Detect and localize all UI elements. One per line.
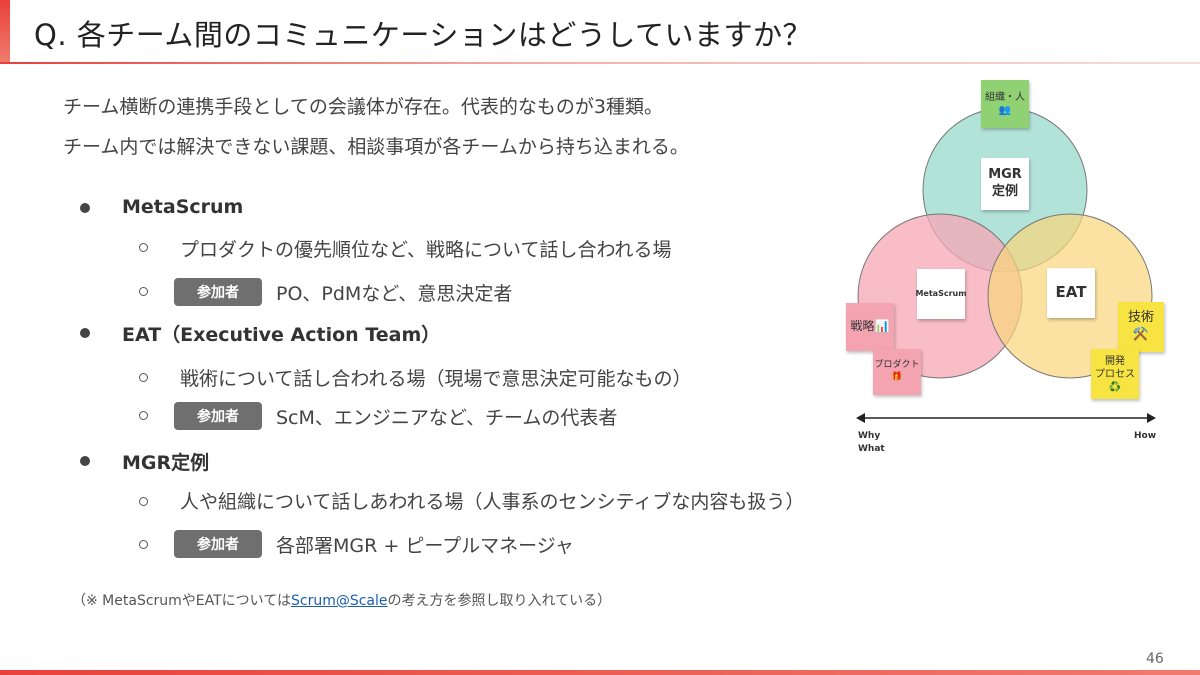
sticky-strategy-label: 戦略📊 [850, 319, 890, 334]
bullet-dot [80, 456, 90, 466]
bullet-title-eat: EAT（Executive Action Team） [122, 324, 441, 346]
sticky-mgr-line2: 定例 [991, 184, 1018, 199]
sticky-eat: EAT [1047, 268, 1095, 318]
axis-arrow-right [1147, 413, 1156, 423]
sticky-tech-label: 技術 [1127, 310, 1154, 326]
sticky-strategy: 戦略📊 [846, 303, 894, 351]
participants-tag: 参加者 [174, 278, 262, 306]
participants-tag: 参加者 [174, 530, 262, 558]
axis-arrow-left [856, 413, 865, 423]
metascrum-participants: PO、PdMなど、意思決定者 [276, 283, 513, 305]
mgr-participants: 各部署MGR + ピープルマネージャ [276, 535, 574, 557]
bullet-dot [80, 203, 90, 213]
metascrum-description: プロダクトの優先順位など、戦略について話し合われる場 [180, 239, 672, 261]
page-number: 46 [1146, 651, 1164, 667]
venn-diagram: 組織・人 👥 MGR 定例 MetaScrum EAT 戦略📊 プロダクト 🎁 … [840, 70, 1185, 470]
bullet-title-mgr: MGR定例 [122, 452, 210, 474]
sticky-mgr-line1: MGR [988, 167, 1022, 183]
title-bar: Q. 各チーム間のコミュニケーションはどうしていますか？ [0, 0, 1200, 62]
participants-tag: 参加者 [174, 402, 262, 430]
sub-bullet-ring [139, 287, 148, 296]
axis-label-left: Why What [858, 430, 885, 455]
axis-label-what: What [858, 443, 885, 454]
scrum-at-scale-link[interactable]: Scrum@Scale [290, 593, 388, 609]
eat-participants: ScM、エンジニアなど、チームの代表者 [276, 407, 618, 429]
sub-bullet-ring [139, 411, 148, 420]
mgr-description: 人や組織について話しあわれる場（人事系のセンシティブな内容も扱う） [180, 491, 805, 513]
venn-svg [856, 107, 1156, 423]
gift-icon: 🎁 [891, 372, 903, 382]
sticky-dev-process: 開発 プロセス ♻️ [1091, 349, 1139, 399]
bullet-title-metascrum: MetaScrum [122, 196, 244, 218]
footnote-suffix: の考え方を参照し取り入れている） [387, 593, 612, 609]
sub-bullet-ring [139, 497, 148, 506]
people-icon: 👥 [998, 105, 1012, 116]
title-underline [0, 62, 1200, 64]
sticky-mgr: MGR 定例 [981, 158, 1029, 210]
sticky-eat-label: EAT [1055, 283, 1087, 302]
page-title: Q. 各チーム間のコミュニケーションはどうしていますか？ [34, 18, 812, 52]
footnote: （※ MetaScrumやEATについてはScrum@Scaleの考え方を参照し… [72, 590, 611, 610]
sticky-metascrum: MetaScrum [915, 269, 967, 319]
sticky-tech: 技術 ⚒️ [1118, 302, 1164, 352]
sticky-product: プロダクト 🎁 [873, 349, 921, 395]
intro-line-1: チーム横断の連携手段としての会議体が存在。代表的なものが3種類。 [63, 96, 663, 118]
axis-label-how: How [1134, 431, 1157, 441]
sub-bullet-ring [139, 540, 148, 549]
recycle-icon: ♻️ [1108, 381, 1122, 393]
bottom-accent-bar [0, 670, 1200, 675]
axis-label-why: Why [858, 431, 881, 441]
eat-description: 戦術について話し合われる場（現場で意思決定可能なもの） [180, 368, 692, 390]
intro-line-2: チーム内では解決できない課題、相談事項が各チームから持ち込まれる。 [63, 136, 689, 158]
sub-bullet-ring [139, 373, 148, 382]
sticky-org-people-label: 組織・人 [985, 92, 1025, 103]
sticky-org-people: 組織・人 👥 [981, 80, 1029, 128]
bullet-dot [80, 328, 90, 338]
sticky-dev-line2: プロセス [1095, 368, 1135, 380]
title-accent-bar [0, 0, 10, 62]
sticky-product-label: プロダクト [874, 360, 920, 371]
sticky-metascrum-label: MetaScrum [915, 288, 967, 298]
sub-bullet-ring [139, 243, 148, 252]
tools-icon: ⚒️ [1132, 327, 1150, 342]
footnote-prefix: （※ MetaScrumやEATについては [72, 593, 291, 609]
sticky-dev-line1: 開発 [1105, 355, 1125, 367]
